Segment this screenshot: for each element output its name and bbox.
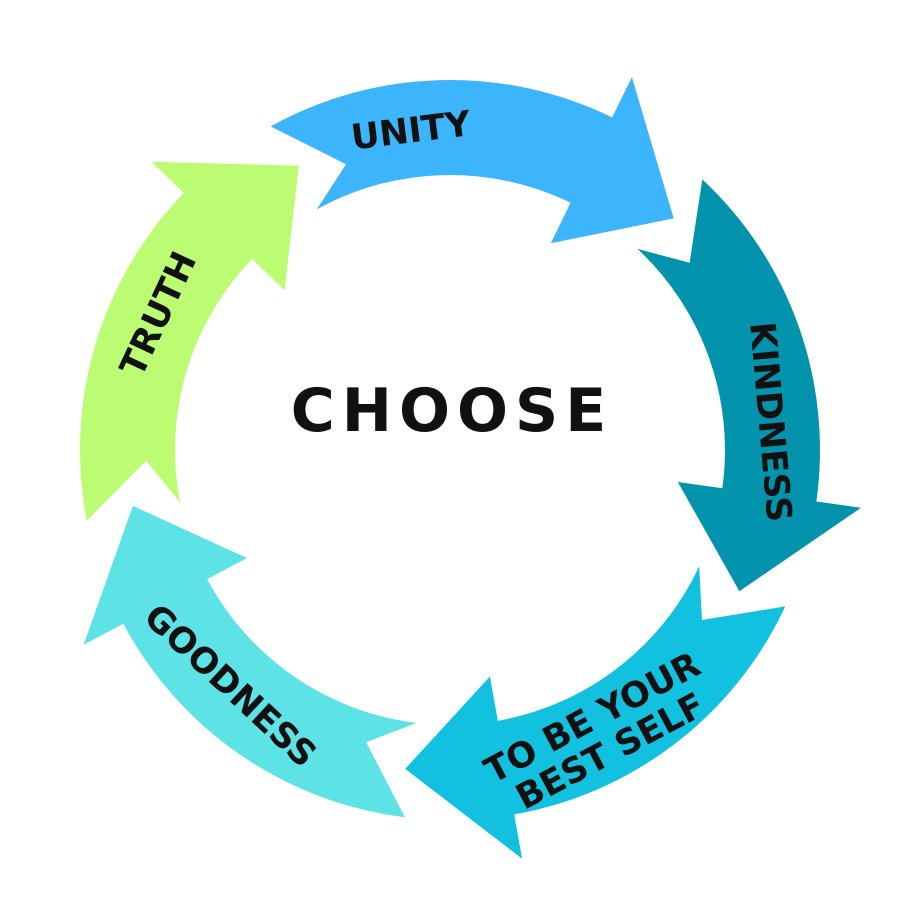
arrow-best-self: TO BE YOURBEST SELF	[405, 566, 786, 859]
center-title: CHOOSE	[291, 376, 613, 446]
arrow-truth: TRUTH	[79, 161, 299, 521]
arrow-goodness: GOODNESS	[83, 505, 417, 818]
arrow-truth-shape	[79, 161, 299, 521]
arrow-kindness-shape	[637, 179, 861, 592]
arrow-unity: UNITY	[270, 77, 674, 244]
arrow-unity-shape	[270, 77, 674, 244]
arrow-best-self-shape	[405, 566, 786, 859]
arrow-goodness-shape	[83, 505, 417, 818]
arrow-kindness: KINDNESS	[637, 179, 861, 592]
